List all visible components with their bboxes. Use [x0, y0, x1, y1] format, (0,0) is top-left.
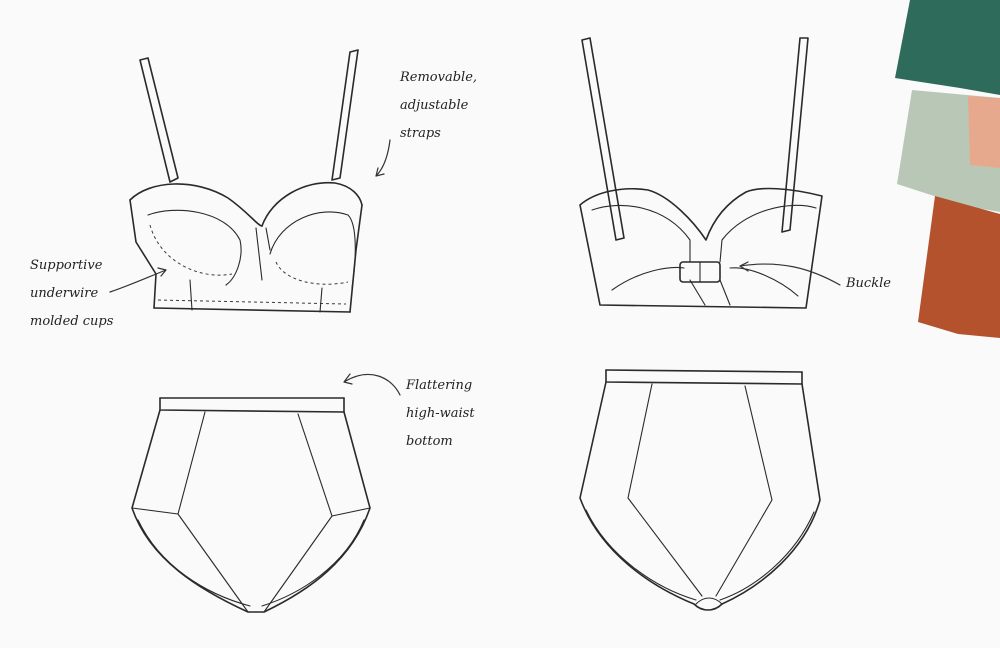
waist-arrow: [343, 373, 401, 396]
straps-label: Removable, adjustable straps: [400, 64, 477, 148]
swatch-green: [895, 0, 1000, 95]
bra-back-sketch: [579, 37, 823, 309]
buckle-arrow: [739, 261, 841, 286]
underwire-label-line-2: underwire: [30, 286, 99, 301]
underwire-label: Supportive underwire molded cups: [30, 252, 113, 336]
annotation-arrows: [109, 139, 841, 396]
waist-label-line-2: high-waist: [406, 406, 475, 421]
swatch-peach: [968, 96, 1000, 168]
straps-label-line-1: Removable,: [400, 70, 478, 85]
brief-front-sketch: [131, 397, 371, 613]
underwire-label-line-1: Supportive: [30, 258, 103, 273]
straps-arrow: [375, 139, 391, 177]
fabric-swatches: [895, 0, 1000, 338]
straps-label-line-3: straps: [400, 126, 441, 141]
waist-label-line-1: Flattering: [406, 378, 473, 393]
buckle-label: Buckle: [846, 270, 891, 298]
bra-front-sketch: [129, 49, 363, 313]
buckle-label-line-1: Buckle: [846, 276, 891, 291]
brief-back-sketch: [579, 369, 821, 611]
waist-label: Flattering high-waist bottom: [406, 372, 475, 456]
waist-label-line-3: bottom: [406, 434, 453, 449]
underwire-label-line-3: molded cups: [30, 314, 114, 329]
underwire-arrow: [109, 267, 167, 293]
swatch-rust: [918, 196, 1000, 338]
straps-label-line-2: adjustable: [400, 98, 469, 113]
